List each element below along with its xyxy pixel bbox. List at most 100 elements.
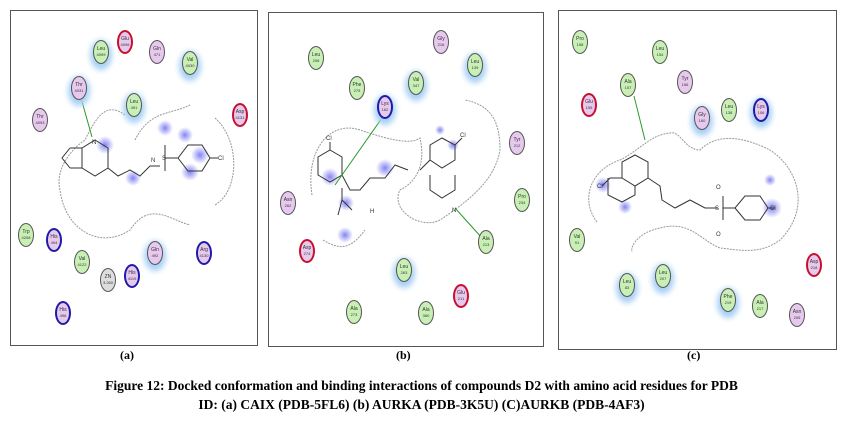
residue-number: 491 (130, 105, 138, 110)
residue-name: Leu (311, 52, 321, 58)
atom-labels: N N S Cl Cl Cl H N Cl Cl S O O (92, 133, 776, 238)
hydrophobic-glow (96, 120, 782, 243)
residue-number: 4208 (21, 235, 31, 240)
atom-cl: Cl (460, 133, 466, 139)
residue-number: 205 (793, 315, 801, 320)
atom-o: O (716, 232, 721, 238)
residue-name: Leu (129, 99, 139, 105)
residue-name: Ala (422, 307, 430, 313)
residue-number: 211 (457, 296, 465, 301)
residue-name: Phe (352, 82, 362, 88)
residue-number: 263 (400, 270, 408, 275)
residue-name: Ala (350, 306, 358, 312)
residue-number: 160 (698, 118, 706, 123)
residue-number: 4031 (74, 88, 84, 93)
residue-number: 83 (624, 285, 630, 290)
residue-name: Val (573, 234, 581, 240)
residue-name: Leu (622, 279, 632, 285)
residue-name: Arg (200, 247, 208, 253)
atom-cl: Cl (597, 184, 603, 190)
atom-cl: Cl (770, 206, 776, 212)
caption-line-1: Figure 12: Docked conformation and bindi… (105, 378, 738, 393)
residue-number: 347 (412, 83, 420, 88)
residue-name: Ala (624, 79, 632, 85)
ligand-bonds (61, 137, 775, 221)
atom-s: S (162, 156, 166, 162)
residue-number: 4119 (127, 276, 137, 281)
residue-name: Asp (302, 245, 312, 251)
residue-number: 154 (656, 52, 664, 57)
atom-n: N (92, 140, 96, 146)
residue-number: 360 (422, 313, 430, 318)
residue-name: Thr (36, 114, 44, 120)
residue-number: 218 (810, 265, 818, 270)
atom-o: O (716, 185, 721, 191)
residue-name: Phe (723, 294, 733, 300)
residue-number: 139 (471, 65, 479, 70)
residue-name: Gly (437, 36, 445, 42)
pocket-outline (58, 99, 799, 253)
residue-number: 3.260 (102, 280, 113, 285)
residue-number: 216 (437, 42, 445, 47)
residue-name: Gly (698, 112, 706, 118)
residue-name: Val (186, 57, 194, 63)
panel-label-b: (b) (396, 348, 411, 362)
residue-number: 492 (151, 253, 159, 258)
residue-number: 162 (381, 107, 389, 112)
panel-label-a: (a) (120, 348, 134, 362)
residue-name: Leu (724, 104, 734, 110)
residue-number: 275 (353, 88, 361, 93)
residue-name: Gln (151, 247, 159, 253)
atom-cl: Cl (218, 156, 224, 162)
residue-name: Val (412, 77, 420, 83)
atom-h: H (370, 209, 374, 215)
residue-number: 496 (59, 313, 67, 318)
residue-name: Glu (585, 99, 593, 105)
atom-cl: Cl (326, 136, 332, 142)
residue-number: 156 (681, 82, 689, 87)
residue-number: 4122 (77, 262, 87, 267)
residue-number: 273 (350, 312, 358, 317)
residue-name: Asn (792, 309, 802, 315)
atom-n: N (452, 208, 456, 214)
residue-number: 219 (724, 300, 732, 305)
residue-number: 4030 (185, 63, 195, 68)
residue-name: Pro (576, 36, 584, 42)
residue-name: Trp (22, 229, 30, 235)
atom-n: N (151, 158, 155, 164)
residue-number: 4131 (235, 115, 245, 120)
